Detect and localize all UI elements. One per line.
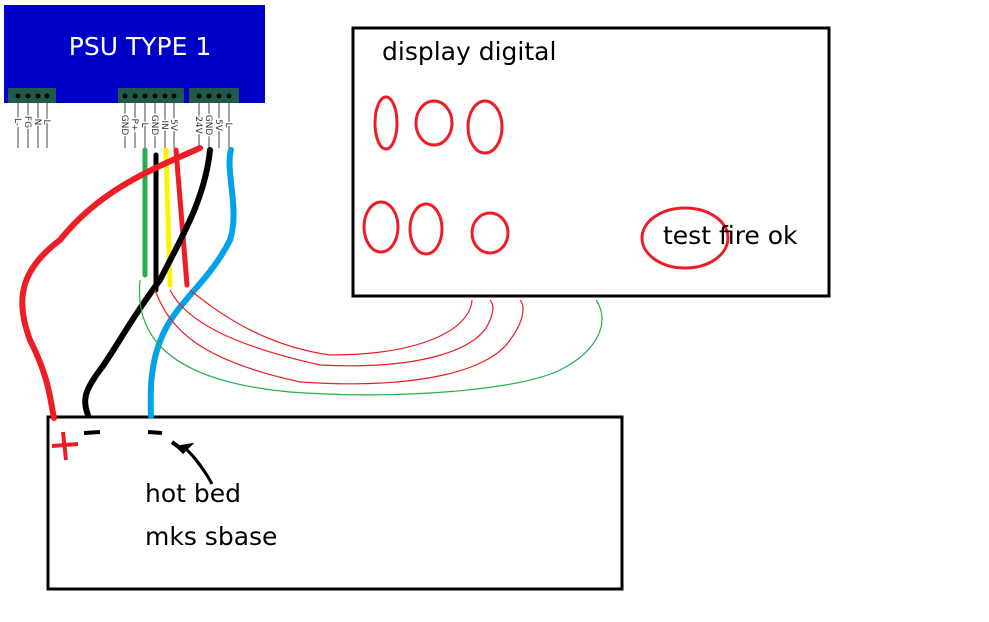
- pin-label: 5V: [168, 119, 178, 132]
- red-wire-short: [173, 147, 190, 288]
- pin-label: FG: [22, 116, 32, 128]
- display-board: display digital test fire ok: [351, 26, 831, 298]
- psu-unit: PSU TYPE 1 L- FG N L GND P+ L GND IN 5V …: [4, 5, 265, 148]
- board-line1: hot bed: [145, 479, 241, 508]
- plus-mark-icon: [51, 431, 79, 461]
- terminal-block-right: [189, 88, 239, 103]
- psu-title: PSU TYPE 1: [69, 32, 211, 61]
- pin-label: P+: [129, 119, 139, 132]
- mks-sbase-board: hot bed mks sbase: [46, 415, 624, 591]
- power-wires: [19, 145, 237, 421]
- pin-label: L: [41, 119, 51, 124]
- pin-label: GND: [203, 115, 213, 136]
- marked-connectors: [362, 95, 730, 270]
- pin-label: GND: [149, 115, 159, 136]
- display-note: test fire ok: [663, 221, 798, 250]
- red-24v-wire: [19, 145, 203, 421]
- pin-label: 24V: [193, 116, 203, 134]
- minus-marks: [83, 430, 182, 450]
- pin-label: 5V: [213, 119, 223, 132]
- pin-label: L: [139, 122, 149, 127]
- pin-label: N: [32, 119, 42, 126]
- pin-label: GND: [119, 115, 129, 136]
- pin-label: IN: [159, 120, 169, 129]
- arrow-icon: [174, 442, 214, 485]
- pin-label: L: [223, 122, 233, 127]
- blue-wire: [147, 147, 237, 419]
- terminal-block-middle: [118, 88, 184, 103]
- pin-label: L-: [12, 118, 22, 126]
- board-line2: mks sbase: [145, 522, 277, 551]
- display-title: display digital: [382, 37, 556, 66]
- terminal-block-ac: [8, 88, 56, 103]
- black-gnd-wire: [82, 147, 213, 418]
- signal-wires: [138, 279, 603, 396]
